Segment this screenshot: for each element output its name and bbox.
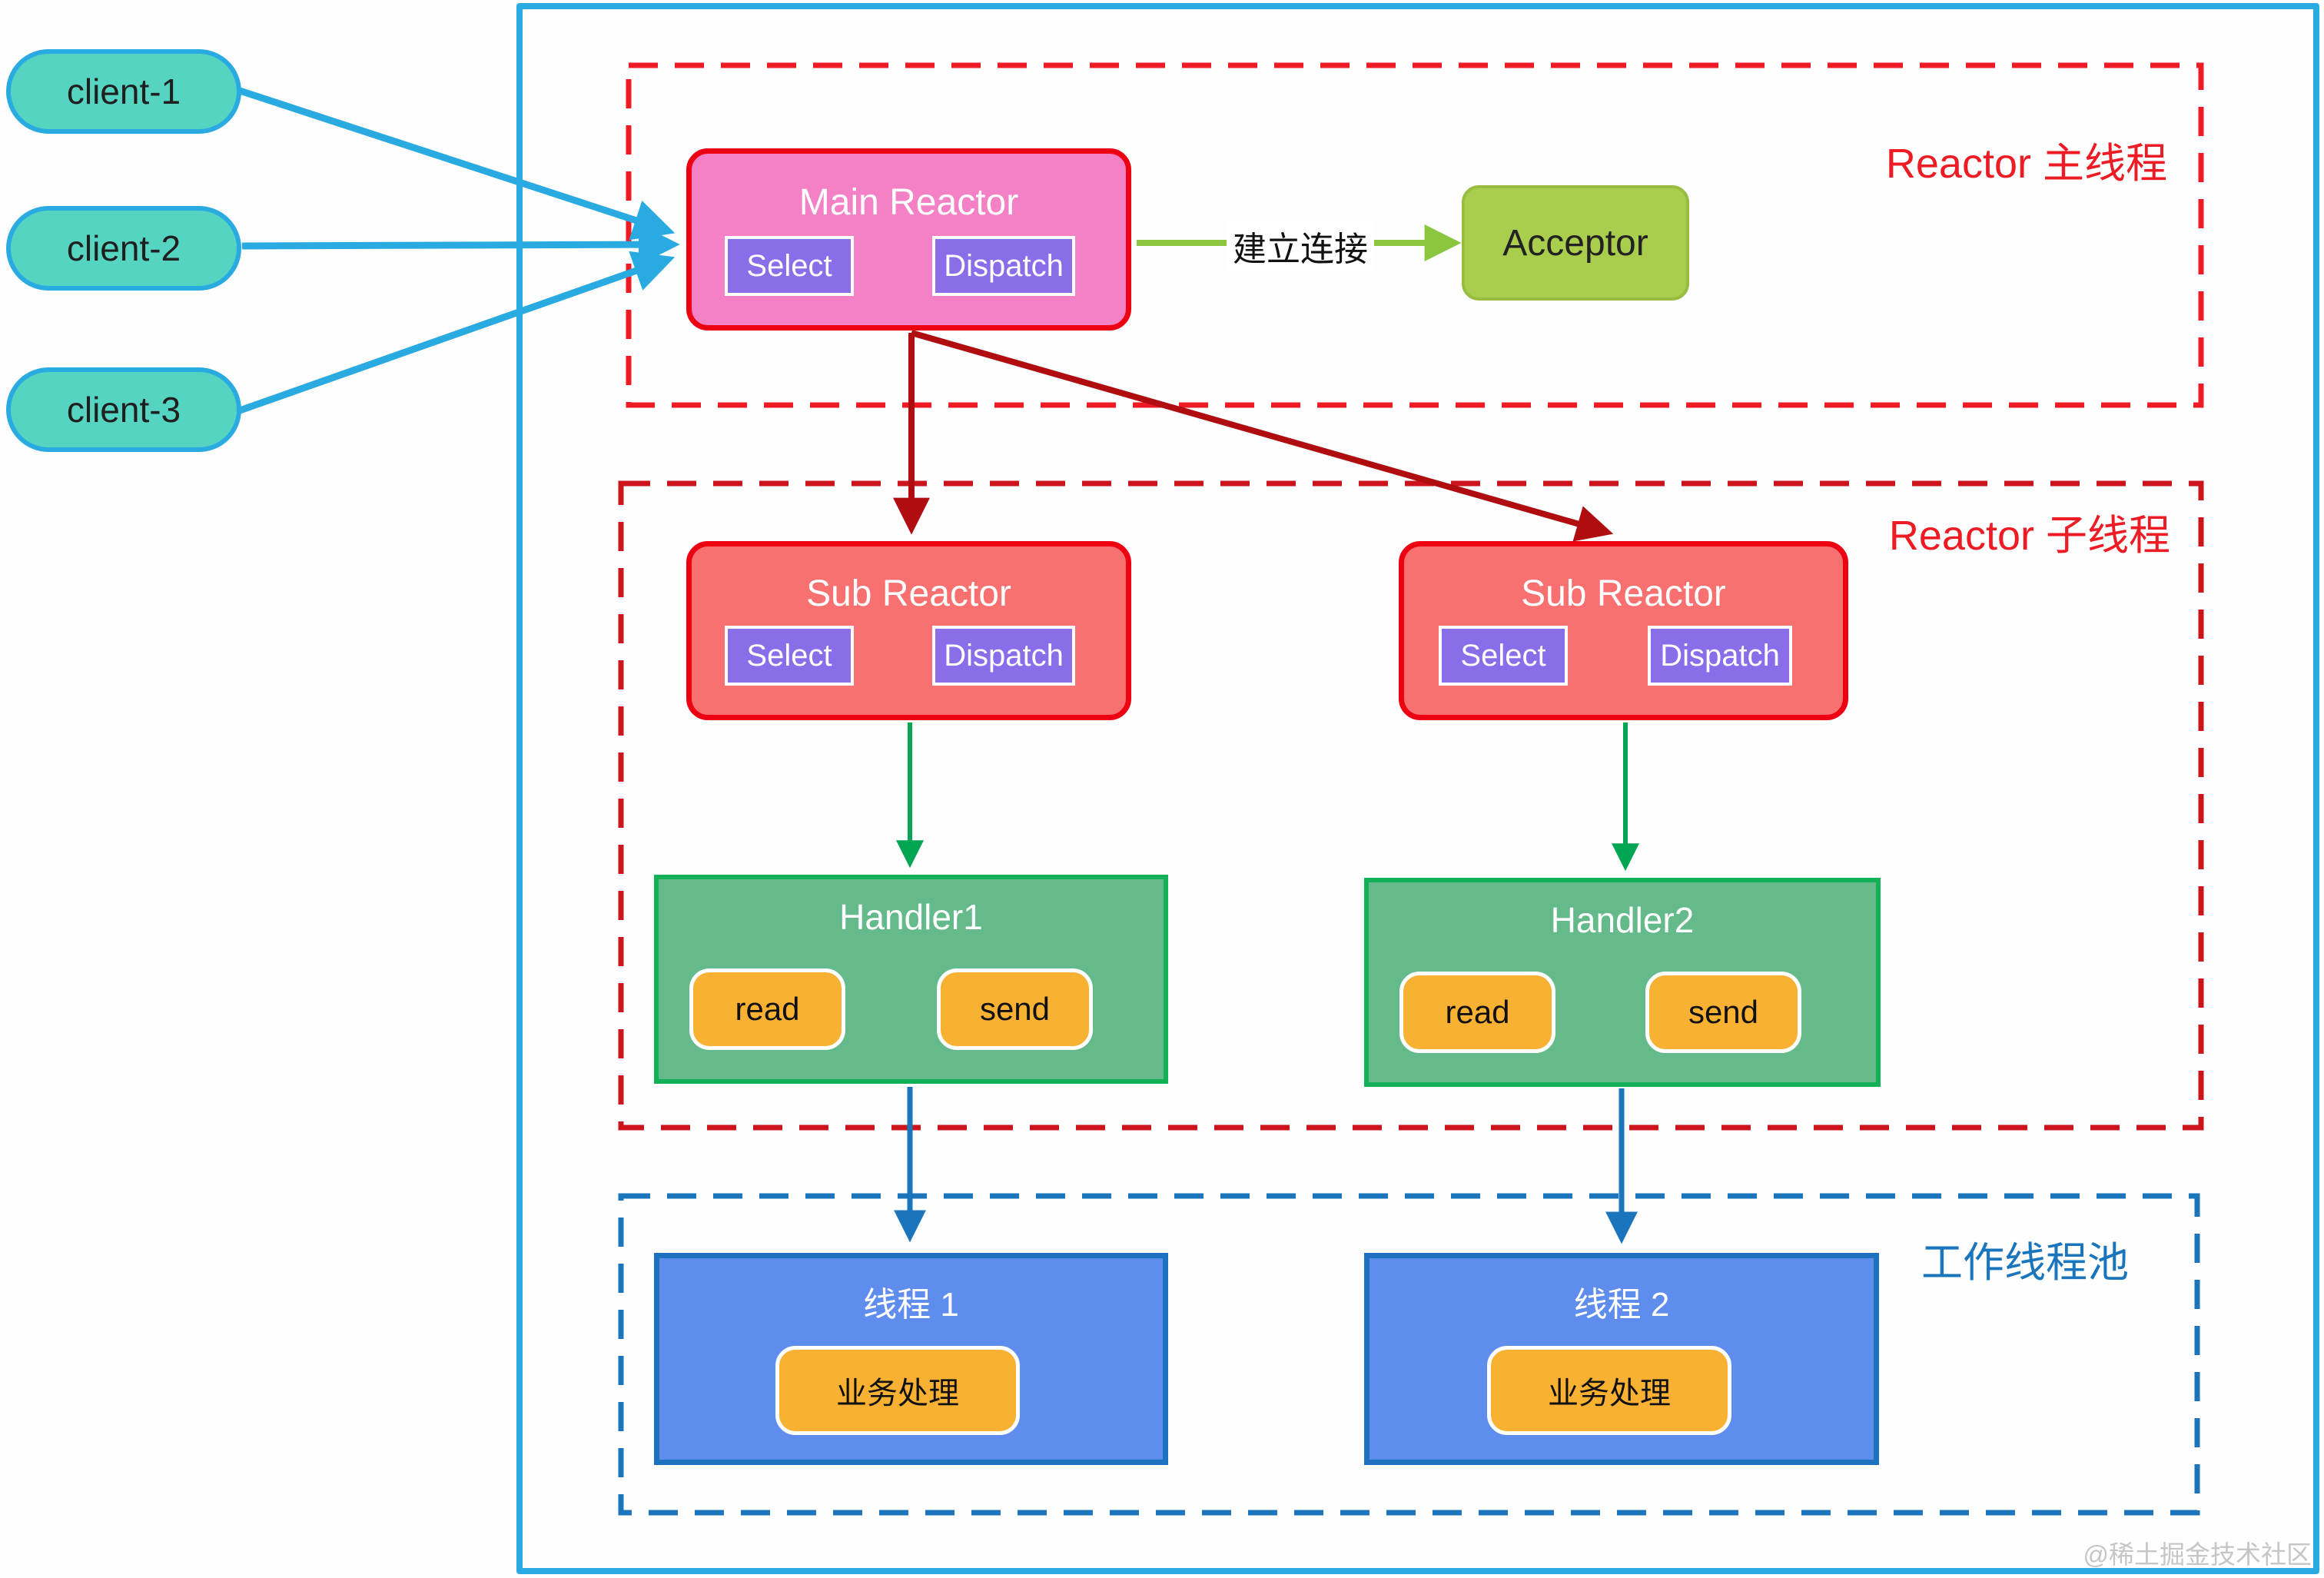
- sub-reactor1-box: Sub Reactor Select Dispatch: [686, 541, 1131, 720]
- watermark: @稀土掘金技术社区: [2083, 1540, 2312, 1569]
- client-1-label: client-1: [66, 71, 181, 111]
- sub-thread-group-label: Reactor 子线程: [1888, 513, 2170, 559]
- main-reactor-title: Main Reactor: [798, 182, 1019, 223]
- sub-reactor2-select-button: Select: [1439, 626, 1568, 686]
- handler2-send-button: send: [1645, 972, 1801, 1053]
- sub-reactor1-dispatch-button: Dispatch: [932, 626, 1075, 686]
- server-boundary-box: [516, 3, 2319, 1574]
- thread2-title: 线程 2: [1573, 1286, 1670, 1324]
- handler2-box: Handler2 read send: [1364, 878, 1881, 1087]
- main-thread-group-label: Reactor 主线程: [1885, 141, 2167, 187]
- acceptor-box: Acceptor: [1462, 185, 1689, 301]
- connection-arrow-label: 建立连接: [1227, 220, 1374, 272]
- handler1-send-button: send: [937, 968, 1093, 1050]
- sub-reactor1-title: Sub Reactor: [806, 573, 1011, 614]
- main-reactor-dispatch-button: Dispatch: [932, 236, 1075, 296]
- handler1-title: Handler1: [839, 897, 983, 937]
- thread2-task-button: 业务处理: [1487, 1346, 1731, 1435]
- worker-pool-group-label: 工作线程池: [1921, 1240, 2129, 1286]
- handler1-read-button: read: [689, 968, 845, 1050]
- thread1-box: 线程 1 业务处理: [654, 1253, 1168, 1465]
- thread1-task-button: 业务处理: [775, 1346, 1020, 1435]
- main-reactor-select-button: Select: [725, 236, 854, 296]
- handler1-box: Handler1 read send: [654, 875, 1168, 1084]
- client-3-label: client-3: [66, 390, 181, 430]
- sub-reactor1-select-button: Select: [725, 626, 854, 686]
- client-2-pill: client-2: [6, 206, 241, 291]
- client-1-pill: client-1: [6, 49, 241, 134]
- sub-reactor2-box: Sub Reactor Select Dispatch: [1399, 541, 1848, 720]
- sub-reactor2-title: Sub Reactor: [1521, 573, 1726, 614]
- client-3-pill: client-3: [6, 367, 241, 452]
- sub-reactor2-dispatch-button: Dispatch: [1648, 626, 1792, 686]
- thread1-title: 线程 1: [863, 1286, 959, 1324]
- thread2-box: 线程 2 业务处理: [1364, 1253, 1879, 1465]
- handler2-title: Handler2: [1550, 900, 1695, 940]
- handler2-read-button: read: [1399, 972, 1555, 1053]
- main-reactor-box: Main Reactor Select Dispatch: [686, 148, 1131, 331]
- client-2-label: client-2: [66, 228, 181, 268]
